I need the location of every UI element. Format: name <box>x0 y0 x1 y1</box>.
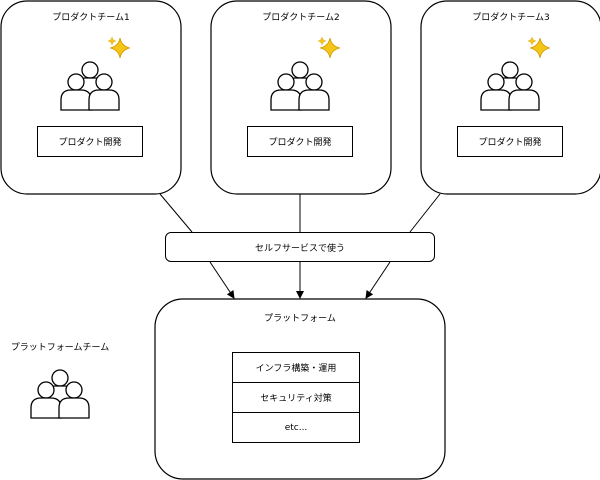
team-title-1: プロダクトチーム1 <box>52 13 130 23</box>
connector-line-3 <box>409 193 441 233</box>
platform-item-infra: インフラ構築・運用 <box>232 352 360 383</box>
self-service-connector: セルフサービスで使う <box>165 232 435 262</box>
team-task-1: プロダクト開発 <box>37 126 143 157</box>
connector-line-1 <box>159 193 193 233</box>
platform-item-security: セキュリティ対策 <box>232 382 360 413</box>
people-icon <box>31 370 89 418</box>
platform-team-title: プラットフォームチーム <box>10 343 110 353</box>
team-title-2: プロダクトチーム2 <box>262 13 340 23</box>
platform-item-etc: etc... <box>232 412 360 443</box>
arrow-3 <box>365 261 391 299</box>
team-task-2: プロダクト開発 <box>247 126 353 157</box>
platform-title: プラットフォーム <box>264 314 336 324</box>
team-task-3: プロダクト開発 <box>457 126 563 157</box>
arrow-1 <box>209 261 235 299</box>
team-title-3: プロダクトチーム3 <box>472 13 550 23</box>
